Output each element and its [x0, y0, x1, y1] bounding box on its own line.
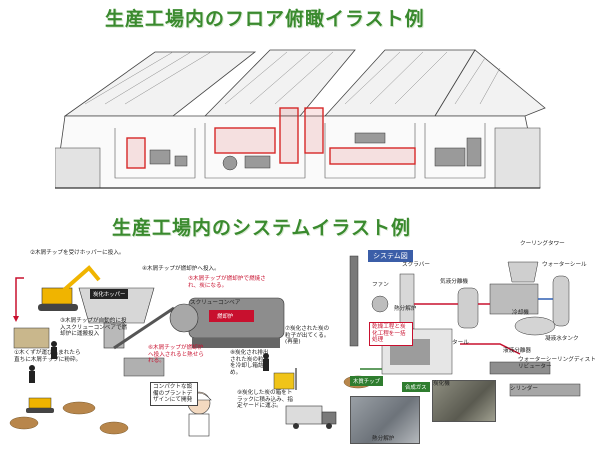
carbonizer-label: 炭化機 [433, 381, 450, 387]
wood-chip-label: 木質チップ [350, 376, 383, 386]
cylinder-label: シリンダー [510, 386, 538, 392]
equipment-photo [432, 380, 496, 422]
scrubber-label: スクラバー [402, 262, 430, 268]
pyrolysis-photo [350, 396, 420, 444]
water-sealing-label: ウォーターシーリングディストリビューター [518, 357, 596, 370]
oil-tank-label: 凝液水タンク [545, 336, 579, 342]
dryer-note: 乾燥工程と炭化工程を一括処理 [369, 322, 413, 346]
cooling-tower-label: クーリングタワー [520, 241, 565, 247]
hopper-tag: 炭化ホッパー [90, 289, 129, 299]
system-title: 生産工場内のシステムイラスト例 [112, 217, 412, 239]
forklift-icon [273, 368, 297, 390]
step-9-label: ⑨炭化した炭の箱をトラックに積み込み、指定ヤードに運ぶ。 [237, 390, 293, 410]
step-7-label: ⑦炭化された炭の粒子が出てくる。(再量) [285, 326, 330, 346]
compact-note: コンパクトな設備のプラントデザインにて開発 [150, 382, 198, 406]
liquid-tank-label: 液液分離器 [503, 348, 531, 354]
conveyor-tag: スクリューコンベア [190, 300, 241, 306]
factory-floor-illustration [55, 49, 546, 189]
step-2-label: ②木屑チップを受けホッパーに投入。 [30, 250, 125, 256]
water-seal-label: ウォーターシール [542, 262, 587, 268]
furnace-tag: 燃却炉 [214, 311, 237, 321]
step-4-label: ④木屑チップが燃却炉へ投入。 [142, 266, 220, 272]
step-6-label: ⑥木屑チップが燃却炉へ投入されると熱せられる。 [148, 345, 204, 365]
excavator-icon [38, 265, 101, 311]
step-3-label: ③木屑チップが自動的に投入スクリューコンベアで燃却炉に運搬投入 [60, 318, 128, 338]
floor-title: 生産工場内のフロア俯瞰イラスト例 [105, 8, 425, 30]
pyrolysis-label: 熱分解炉 [394, 306, 417, 312]
fan-label: ファン [372, 282, 389, 288]
cooler-label: 冷却機 [512, 310, 529, 316]
step-5-label: ⑤木屑チップが燃却炉で燃焼され、炭になる。 [188, 276, 266, 289]
step-1-label: ①木くずが運び込まれたら直ちに木屑チップに粉砕。 [14, 350, 82, 363]
system-badge: システム図 [368, 250, 413, 262]
right-system-diagram [343, 255, 581, 397]
guide-character-icon [186, 391, 212, 437]
pyrolysis-photo-caption: 熱分解炉 [372, 436, 395, 442]
combustion-gas-label: 合成ガス [402, 382, 430, 392]
gas-separator-label: 気液分離機 [440, 279, 468, 285]
truck-icon [285, 405, 337, 429]
step-8-label: ⑧炭化され排出された炭の粒子を冷却し箱詰め。 [230, 350, 270, 376]
tar-label: タール [452, 340, 469, 346]
